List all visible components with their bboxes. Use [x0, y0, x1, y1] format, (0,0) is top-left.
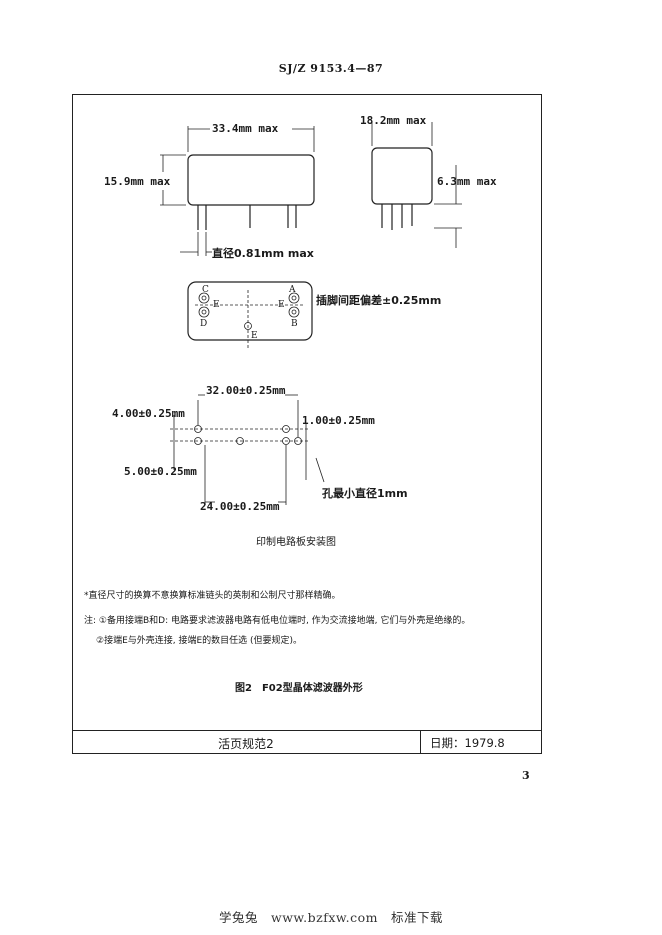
note-1: 注: ①备用接端B和D: 电路要求滤波器电路有低电位端时, 作为交流接地端, 它…	[84, 616, 471, 626]
length-dimension: 33.4mm max	[212, 122, 279, 135]
pin-diameter-label: 直径0.81mm max	[212, 247, 314, 260]
pin-length-dimension: 6.3mm max	[437, 175, 497, 188]
pin-label-e-right: E	[278, 300, 285, 310]
footer-title: 活页规范2	[218, 737, 274, 751]
pin-label-e-center: E	[251, 331, 258, 341]
standard-code: SJ/Z 9153.4—87	[278, 62, 384, 75]
footer-date: 日期：1979.8	[430, 736, 505, 750]
drawing-frame	[72, 94, 542, 754]
footnote: *直径尺寸的换算不意换算标准链头的英制和公制尺寸那样精确。	[84, 591, 341, 601]
pcb-caption: 印制电路板安装图	[256, 537, 336, 548]
filter-bottom-view	[187, 281, 313, 341]
filter-body-side	[371, 147, 433, 205]
note-2: ②接端E与外壳连接, 接端E的数目任选 (但要规定)。	[96, 636, 303, 646]
filter-body-front	[187, 154, 315, 206]
pcb-offset-right-label: 1.00±0.25mm	[302, 414, 375, 427]
page-number: 3	[522, 769, 530, 782]
width-dimension: 18.2mm max	[360, 114, 427, 127]
watermark: 学兔兔 www.bzfxw.com 标准下载	[219, 910, 443, 925]
footer-column-divider	[420, 730, 421, 754]
height-dimension: 15.9mm max	[104, 175, 171, 188]
pcb-inner-span-label: 24.00±0.25mm	[200, 500, 280, 513]
figure-caption: 图2 F02型晶体滤波器外形	[235, 683, 363, 694]
pin-label-b: B	[291, 319, 298, 329]
pin-label-c: C	[202, 285, 209, 295]
pcb-hole-min-label: 孔最小直径1mm	[322, 487, 408, 500]
footer-divider	[72, 730, 542, 731]
pin-label-a: A	[289, 285, 296, 295]
pcb-offset-left-label: 4.00±0.25mm	[112, 407, 185, 420]
pcb-row-spacing-label: 5.00±0.25mm	[124, 465, 197, 478]
pcb-span-label: 32.00±0.25mm	[206, 384, 286, 397]
pin-label-e-left: E	[213, 300, 220, 310]
pin-label-d: D	[200, 319, 208, 329]
pin-tolerance-label: 插脚间距偏差±0.25mm	[316, 294, 442, 307]
